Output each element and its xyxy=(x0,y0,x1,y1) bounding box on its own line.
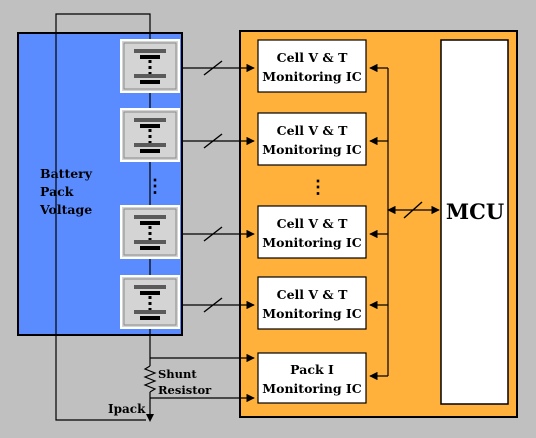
battery-cell-3 xyxy=(120,205,180,259)
monitor-label-line2: Monitoring IC xyxy=(262,235,361,250)
battery-cell-icon xyxy=(134,49,166,84)
pack-voltage-sense-wire xyxy=(55,13,151,421)
battery-cell-2 xyxy=(120,108,180,162)
monitor-ellipsis: ⋮ xyxy=(309,177,327,198)
monitor-label-line2: Monitoring IC xyxy=(262,142,361,157)
sense-link-slash-2 xyxy=(203,133,223,149)
sense-link-slash-4 xyxy=(203,297,223,313)
battery-cell-icon xyxy=(134,285,166,320)
battery-pack-label-line2: Pack xyxy=(40,184,74,199)
cell-monitor-ic-3: Cell V & T Monitoring IC xyxy=(257,205,367,259)
monitor-label-line1: Cell V & T xyxy=(277,123,348,138)
cell-monitor-ic-2: Cell V & T Monitoring IC xyxy=(257,112,367,166)
pack-monitor-line2: Monitoring IC xyxy=(262,381,361,396)
bus-to-mcu-slash xyxy=(403,201,423,219)
pack-monitor-line1: Pack I xyxy=(290,362,334,377)
cell-monitor-ic-1: Cell V & T Monitoring IC xyxy=(257,39,367,93)
monitor-label-line2: Monitoring IC xyxy=(262,306,361,321)
current-direction-arrow xyxy=(146,414,154,422)
battery-cell-icon xyxy=(134,215,166,250)
cell-monitor-ic-4: Cell V & T Monitoring IC xyxy=(257,276,367,330)
shunt-label-line2: Resistor xyxy=(158,383,212,397)
battery-pack-label-line3: Voltage xyxy=(39,202,92,217)
pack-current-monitor-ic xyxy=(257,352,367,404)
sense-link-slash-1 xyxy=(203,60,223,76)
mcu-block xyxy=(440,39,509,405)
shunt-resistor-symbol xyxy=(143,365,157,393)
cell-ellipsis: ⋮ xyxy=(146,176,164,197)
mcu-label: MCU xyxy=(446,199,504,224)
shunt-label-line1: Shunt xyxy=(158,367,197,381)
battery-cell-icon xyxy=(134,118,166,153)
monitor-label-line1: Cell V & T xyxy=(277,50,348,65)
ipack-label: Ipack xyxy=(108,402,146,416)
battery-pack-label-line1: Battery xyxy=(40,166,93,181)
monitor-label-line1: Cell V & T xyxy=(277,216,348,231)
battery-cell-1 xyxy=(120,39,180,93)
battery-cell-4 xyxy=(120,275,180,329)
sense-link-slash-3 xyxy=(203,226,223,242)
monitor-label-line1: Cell V & T xyxy=(277,287,348,302)
monitor-label-line2: Monitoring IC xyxy=(262,69,361,84)
